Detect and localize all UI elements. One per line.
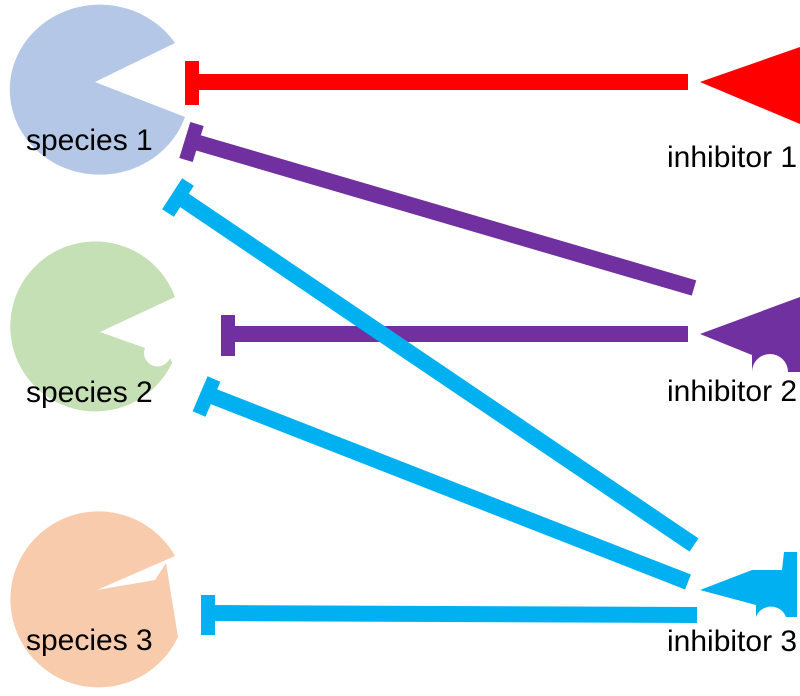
species-1-shape [9,4,185,175]
inhibitor-3-edge-species-1 [162,178,699,552]
inhibitor-3-label: inhibitor 3 [667,625,797,658]
inhibitor-2-edge-species-2 [221,315,688,356]
inhibitor-3-edge-species-2 [192,376,691,590]
species-2-shape [10,241,175,412]
species-2-node: species 2 [10,241,175,412]
species-1-node: species 1 [9,4,185,175]
species-1-label: species 1 [26,124,153,157]
inhibitor-3-edge-species-3 [201,595,698,635]
inhibitor-1-edge-species-1 [185,61,688,105]
species-3-shape [10,511,179,688]
inhibitor-1-shape [700,47,800,124]
inhibitor-2-edge-species-1 [179,121,697,296]
inhibitor-2-label: inhibitor 2 [667,375,797,408]
species-3-label: species 3 [26,624,153,657]
species-2-label: species 2 [26,376,153,409]
inhibitor-2-shape [700,297,800,372]
inhibitor-1-label: inhibitor 1 [667,141,797,174]
inhibitor-3-shape [700,552,797,617]
species-3-node: species 3 [10,511,179,688]
